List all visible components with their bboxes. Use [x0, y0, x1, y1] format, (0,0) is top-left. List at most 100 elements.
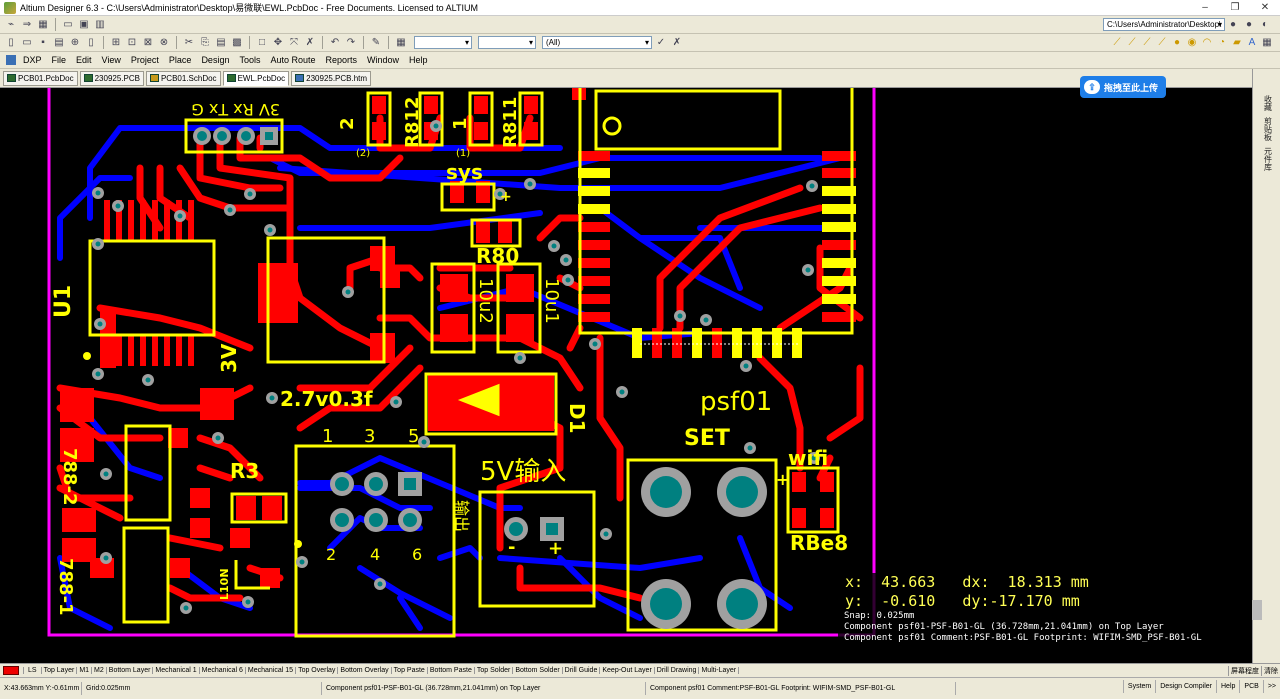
select-icon[interactable]: □ — [258, 36, 266, 48]
pad-icon[interactable]: ● — [1173, 37, 1181, 48]
mask-level-button[interactable]: 屏幕程度 — [1228, 665, 1262, 676]
layer-bottom-paste[interactable]: Bottom Paste — [428, 667, 475, 674]
line-icon[interactable]: ⟋ — [1143, 37, 1151, 48]
doc-tab-pcb01-schdoc[interactable]: PCB01.SchDoc — [145, 70, 221, 86]
side-tab-libraries[interactable]: 元件库 — [1263, 147, 1273, 171]
menu-dxp[interactable]: DXP — [23, 55, 42, 65]
minimize-button[interactable]: – — [1202, 2, 1208, 13]
layer-bottom[interactable]: Bottom Layer — [107, 667, 154, 674]
layer-top-overlay[interactable]: Top Overlay — [296, 667, 339, 674]
doc-tab-230925-htm[interactable]: 230925.PCB.htm — [291, 70, 372, 86]
layer-m1[interactable]: M1 — [77, 667, 93, 674]
layer-top-paste[interactable]: Top Paste — [392, 667, 428, 674]
arc-icon[interactable]: ◠ — [1202, 37, 1212, 48]
deselect-icon[interactable]: ⤧ — [290, 36, 298, 48]
redo-icon[interactable]: ↷ — [346, 36, 356, 48]
cross-probe-icon[interactable]: ✎ — [371, 36, 381, 48]
doc-tab-230925-pcb[interactable]: 230925.PCB — [79, 70, 144, 86]
fill-icon[interactable]: ◔ — [1218, 37, 1226, 48]
layer-multi[interactable]: Multi-Layer — [699, 667, 740, 674]
doc-tab-pcb01-pcbdoc[interactable]: PCB01.PcbDoc — [3, 70, 78, 86]
via-icon[interactable]: ◉ — [1187, 37, 1197, 48]
cut-icon[interactable]: ✂ — [184, 36, 194, 48]
side-tab-favorites[interactable]: 收藏 — [1263, 95, 1273, 111]
track-icon[interactable]: ⟋ — [1113, 37, 1121, 48]
zoom-filter-icon[interactable]: ⊗ — [159, 36, 169, 48]
layer-bottom-overlay[interactable]: Bottom Overlay — [338, 667, 392, 674]
layer-mech1[interactable]: Mechanical 1 — [153, 667, 200, 674]
filter-combo-1[interactable] — [414, 36, 472, 49]
vertical-scrollbar-thumb[interactable] — [1252, 600, 1262, 620]
paste-icon[interactable]: ▤ — [216, 36, 226, 48]
open-icon[interactable]: ▭ — [22, 36, 32, 48]
menu-place[interactable]: Place — [168, 55, 192, 65]
panel-design-compiler[interactable]: Design Compiler — [1155, 680, 1216, 693]
drag-upload-button[interactable]: ⇪ 拖拽至此上传 — [1080, 76, 1166, 98]
coordinate-icon[interactable]: ▦ — [1262, 37, 1272, 48]
window-icon[interactable]: ▣ — [79, 18, 89, 30]
menu-view[interactable]: View — [101, 55, 121, 65]
menu-file[interactable]: File — [51, 55, 67, 65]
layer-drill-guide[interactable]: Drill Guide — [563, 667, 601, 674]
menu-project[interactable]: Project — [130, 55, 159, 65]
wiring-icon[interactable]: ⌁ — [7, 18, 15, 30]
path-combo[interactable]: C:\Users\Administrator\Desktop\ — [1103, 18, 1225, 31]
forward-icon[interactable]: ● — [1245, 18, 1253, 30]
current-layer-swatch[interactable] — [3, 666, 19, 675]
pcb-canvas[interactable]: U1 3V 2.7v0.3f D1 psf01 SET 5V输入 输出 wifi… — [0, 88, 1252, 663]
layer-m2[interactable]: M2 — [92, 667, 107, 674]
menu-help[interactable]: Help — [409, 55, 428, 65]
clear-icon[interactable]: ✗ — [305, 36, 315, 48]
filter-combo-2[interactable] — [478, 36, 536, 49]
filter-combo-3[interactable]: (All) — [542, 36, 652, 49]
menu-edit[interactable]: Edit — [76, 55, 92, 65]
zoom-icon[interactable]: ⊕ — [70, 36, 80, 48]
zoom-area-icon[interactable]: ⊡ — [127, 36, 137, 48]
side-tab-clipboard[interactable]: 剪贴板 — [1263, 117, 1273, 141]
zoom-fit-icon[interactable]: ⊞ — [111, 36, 121, 48]
panel-help[interactable]: Help — [1216, 680, 1239, 693]
new-icon[interactable]: ▯ — [8, 36, 14, 48]
menu-window[interactable]: Window — [367, 55, 400, 65]
home-icon[interactable]: ◐ — [1261, 18, 1269, 30]
text-icon[interactable]: A — [1248, 37, 1256, 48]
panel-pcb[interactable]: PCB — [1239, 680, 1262, 693]
save-icon[interactable]: ▪ — [41, 36, 45, 48]
layer-bottom-solder[interactable]: Bottom Solder — [513, 667, 563, 674]
browse-icon[interactable]: ▦ — [396, 36, 406, 48]
menu-reports[interactable]: Reports — [325, 55, 358, 65]
close-button[interactable]: ✕ — [1260, 2, 1270, 13]
bus-icon[interactable]: ⇒ — [22, 18, 32, 30]
component-icon[interactable]: ▦ — [38, 18, 48, 30]
layer-keep-out[interactable]: Keep-Out Layer — [600, 667, 655, 674]
menu-tools[interactable]: Tools — [239, 55, 261, 65]
menu-design[interactable]: Design — [201, 55, 230, 65]
move-icon[interactable]: ✥ — [273, 36, 283, 48]
copy-icon[interactable]: ⎘ — [201, 36, 209, 48]
rubber-stamp-icon[interactable]: ▩ — [232, 36, 242, 48]
print-icon[interactable]: ▤ — [54, 36, 64, 48]
arc-track-icon[interactable]: ⟋ — [1128, 37, 1136, 48]
clear-filter-icon[interactable]: ✗ — [672, 36, 682, 48]
polygon-icon[interactable]: ▰ — [1233, 37, 1241, 48]
panel-more[interactable]: >> — [1262, 680, 1280, 693]
page-icon[interactable]: ▯ — [88, 36, 94, 48]
folder-icon[interactable]: ▭ — [63, 18, 73, 30]
layer-top-solder[interactable]: Top Solder — [475, 667, 514, 674]
layer-mech15[interactable]: Mechanical 15 — [246, 667, 297, 674]
restore-button[interactable]: ❐ — [1230, 2, 1240, 13]
apply-filter-icon[interactable]: ✓ — [656, 36, 666, 48]
layer-mech6[interactable]: Mechanical 6 — [200, 667, 246, 674]
zoom-select-icon[interactable]: ⊠ — [143, 36, 153, 48]
interactive-route-icon[interactable]: ⟋ — [1158, 37, 1166, 48]
layer-top[interactable]: Top Layer — [42, 667, 78, 674]
layer-ls-button[interactable]: LS — [23, 667, 42, 674]
menu-auto-route[interactable]: Auto Route — [270, 55, 316, 65]
doc-tab-ewl-pcbdoc[interactable]: EWL.PcbDoc — [222, 70, 290, 86]
undo-icon[interactable]: ↶ — [330, 36, 340, 48]
back-icon[interactable]: ● — [1229, 18, 1237, 30]
grid-icon[interactable]: ▥ — [95, 18, 105, 30]
clear-button[interactable]: 清除 — [1264, 667, 1278, 675]
panel-system[interactable]: System — [1122, 680, 1155, 693]
layer-drill-drawing[interactable]: Drill Drawing — [655, 667, 700, 674]
